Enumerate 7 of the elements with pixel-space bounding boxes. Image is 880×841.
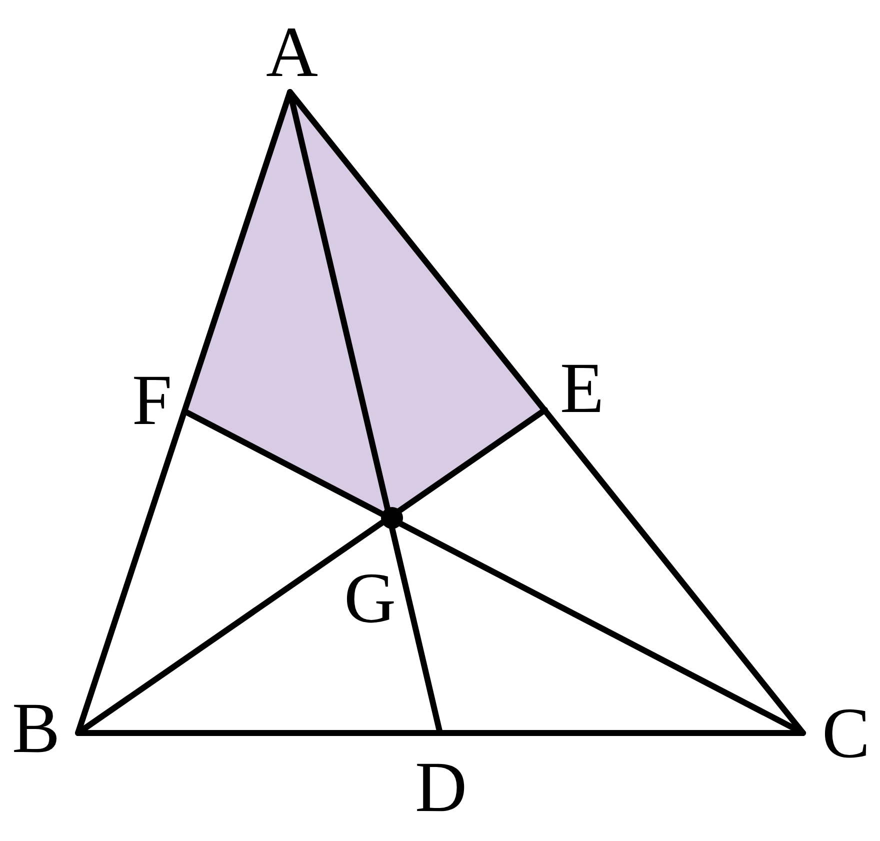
point-label: A bbox=[266, 16, 318, 88]
point-label: F bbox=[132, 364, 172, 436]
point-label: B bbox=[12, 692, 60, 764]
point-label: C bbox=[822, 697, 870, 769]
point-label: D bbox=[415, 751, 467, 823]
point-label: E bbox=[560, 352, 604, 424]
point-label: G bbox=[344, 562, 396, 634]
